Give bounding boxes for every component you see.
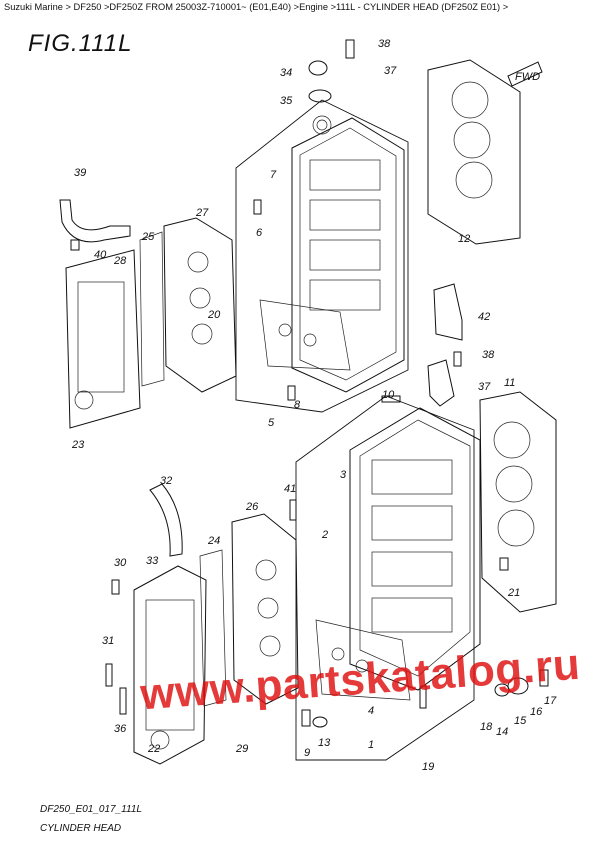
- callout-label: 28: [113, 255, 127, 267]
- callout-label: 29: [235, 743, 248, 755]
- callout-label: 30: [114, 557, 127, 569]
- callout-labels: 38 37 34 35 7 6 12 39 27 25 40 28 20 42 …: [71, 38, 557, 773]
- bracket-37-lower: [427, 359, 455, 407]
- callout-label: 15: [514, 715, 527, 727]
- callout-label: 32: [160, 475, 172, 487]
- callout-label: 2: [321, 529, 328, 541]
- callout-label: 12: [458, 233, 470, 245]
- breadcrumb: Suzuki Marine > DF250 >DF250Z FROM 25003…: [4, 2, 509, 12]
- hose-39: [59, 199, 131, 243]
- callout-label: 38: [482, 349, 495, 361]
- cylinder-head-lower: [315, 407, 481, 701]
- upper-assembly-frame: [235, 99, 409, 413]
- cylinder-head-upper: [259, 115, 405, 393]
- callout-label: 5: [268, 417, 275, 429]
- cam-cover-lower: [133, 565, 207, 765]
- callout-label: 31: [102, 635, 114, 647]
- callout-label: 42: [478, 311, 490, 323]
- callout-label: 8: [294, 399, 301, 411]
- callout-label: 36: [114, 723, 127, 735]
- bracket-42: [433, 283, 463, 341]
- callout-label: 9: [304, 747, 310, 759]
- callout-label: 20: [207, 309, 221, 321]
- callout-label: 6: [256, 227, 263, 239]
- callout-label: 37: [478, 381, 491, 393]
- callout-label: 4: [368, 705, 374, 717]
- callout-label: 22: [147, 743, 160, 755]
- callout-label: 10: [382, 389, 395, 401]
- callout-label: 39: [74, 167, 86, 179]
- hardware: [70, 39, 549, 728]
- hose-32: [149, 483, 183, 557]
- head-gasket-upper: [427, 59, 521, 245]
- callout-label: 13: [318, 737, 331, 749]
- callout-label: 27: [195, 207, 209, 219]
- callout-label: 21: [507, 587, 520, 599]
- callout-label: 19: [422, 761, 434, 773]
- callout-label: 7: [270, 169, 277, 181]
- callout-label: 11: [504, 377, 515, 389]
- cam-cover-gasket-26: [231, 513, 299, 705]
- callout-label: 40: [94, 249, 107, 261]
- callout-label: 41: [284, 483, 296, 495]
- cover-gasket-upper: [139, 231, 165, 387]
- callout-label: 34: [280, 67, 292, 79]
- figure-code: DF250_E01_017_111L: [40, 804, 142, 815]
- head-gasket-lower: [479, 391, 557, 613]
- fwd-direction-badge: FWD: [507, 61, 543, 87]
- cover-gasket-lower: [199, 549, 227, 707]
- callout-label: 35: [280, 95, 293, 107]
- cam-cover-upper: [65, 249, 141, 429]
- callout-label: 18: [480, 721, 493, 733]
- callout-label: 17: [544, 695, 557, 707]
- callout-label: 14: [496, 726, 508, 738]
- callout-label: 37: [384, 65, 397, 77]
- figure-caption: CYLINDER HEAD: [40, 823, 122, 834]
- cam-cover-gasket-27: [163, 217, 237, 393]
- callout-label: 3: [340, 469, 347, 481]
- callout-label: 23: [71, 439, 85, 451]
- callout-label: 1: [368, 739, 374, 751]
- callout-label: 24: [207, 535, 220, 547]
- callout-label: 33: [146, 555, 159, 567]
- svg-text:FWD: FWD: [515, 71, 540, 83]
- callout-label: 16: [530, 706, 543, 718]
- callout-label: 38: [378, 38, 391, 50]
- callout-label: 26: [245, 501, 259, 513]
- callout-label: 25: [141, 231, 155, 243]
- figure-title: FIG.111L: [28, 30, 133, 57]
